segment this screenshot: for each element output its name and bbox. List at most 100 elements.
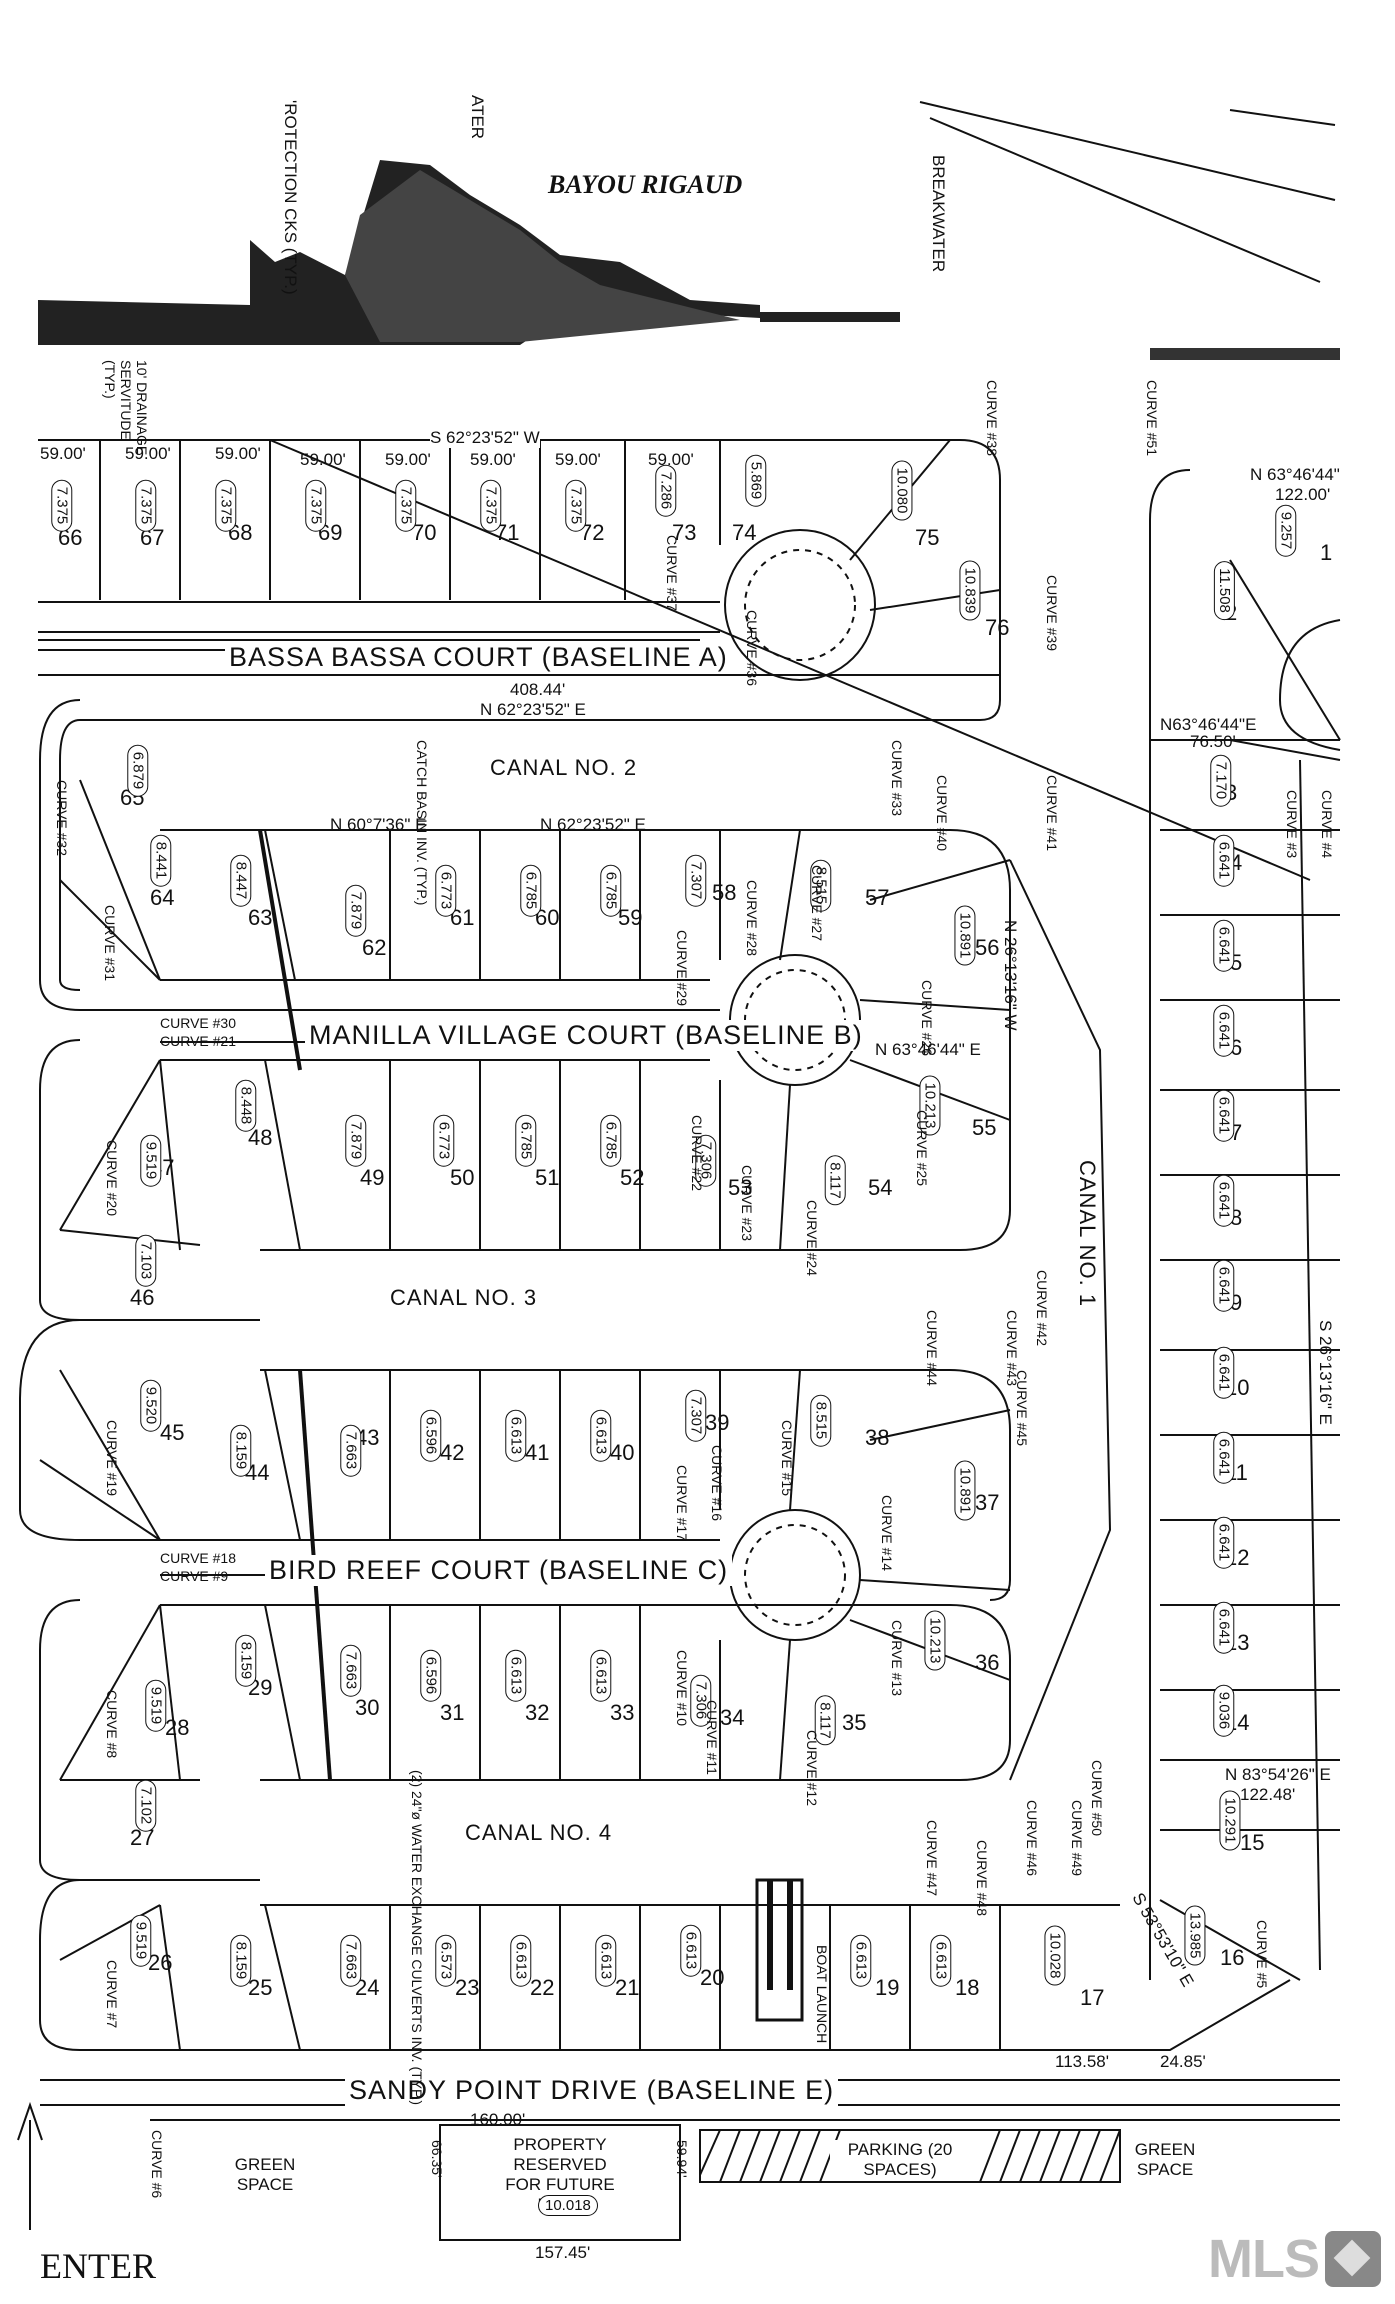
bearing: 408.44' <box>510 680 566 699</box>
lot-73[interactable]: 73 <box>672 520 697 545</box>
lot-41[interactable]: 41 <box>525 1440 550 1465</box>
lot-75-area: 10.080 <box>891 460 913 521</box>
lot-65-area: 6.879 <box>127 744 149 797</box>
lot-46[interactable]: 46 <box>130 1285 155 1310</box>
lot-19[interactable]: 19 <box>875 1975 900 2000</box>
dim: 59.00' <box>300 450 346 469</box>
lot-76[interactable]: 76 <box>985 615 1010 640</box>
lot-32[interactable]: 32 <box>525 1700 550 1725</box>
lot-33-area: 6.613 <box>590 1649 612 1702</box>
lot-26[interactable]: 26 <box>148 1950 173 1975</box>
curve-label: CURVE #45 <box>1014 1370 1030 1447</box>
lot-50[interactable]: 50 <box>450 1165 475 1190</box>
lot-37-area: 10.891 <box>954 1460 976 1521</box>
lot-38[interactable]: 38 <box>865 1425 890 1450</box>
curve-label: CURVE #32 <box>54 780 70 857</box>
bearing: 122.00' <box>1275 485 1331 504</box>
park-left-dim: 66.35' <box>429 2140 445 2178</box>
bearing: N 63°46'44" <box>1250 465 1340 484</box>
curve-label: CURVE #31 <box>102 905 118 982</box>
lot-63[interactable]: 63 <box>248 905 273 930</box>
lot-33[interactable]: 33 <box>610 1700 635 1725</box>
dim: 59.00' <box>648 450 694 469</box>
water-exchange-note: (2) 24"ø WATER EXCHANGE CULVERTS INV. (T… <box>409 1770 425 2106</box>
lot-34[interactable]: 34 <box>720 1705 745 1730</box>
lot-58[interactable]: 58 <box>712 880 737 905</box>
lot-57[interactable]: 57 <box>865 885 890 910</box>
lot-19-area: 6.613 <box>850 1934 872 1987</box>
lot-36[interactable]: 36 <box>975 1650 1000 1675</box>
lot-62[interactable]: 62 <box>362 935 387 960</box>
lot-1-area: 9.257 <box>1275 504 1297 557</box>
curve-label: CURVE #16 <box>709 1445 725 1522</box>
lot-30[interactable]: 30 <box>355 1695 380 1720</box>
lot-15[interactable]: 15 <box>1240 1830 1265 1855</box>
lot-55[interactable]: 55 <box>972 1115 997 1140</box>
lot-42[interactable]: 42 <box>440 1440 465 1465</box>
lot-16-area: 13.985 <box>1184 1905 1206 1966</box>
canal-2: CANAL NO. 2 <box>490 755 638 780</box>
lot-54[interactable]: 54 <box>868 1175 893 1200</box>
lot-22[interactable]: 22 <box>530 1975 555 2000</box>
mls-logo: MLS <box>1208 2228 1381 2290</box>
lot-21[interactable]: 21 <box>615 1975 640 2000</box>
lot-17[interactable]: 17 <box>1080 1985 1105 2010</box>
lot-20[interactable]: 20 <box>700 1965 725 1990</box>
lot-45[interactable]: 45 <box>160 1420 185 1445</box>
park-area: 10.018 <box>538 2195 598 2216</box>
lot-27-area: 7.102 <box>135 1779 157 1832</box>
lot-50-area: 6.773 <box>433 1114 455 1167</box>
canal-1: CANAL NO. 1 <box>1075 1160 1100 1308</box>
street-e: SANDY POINT DRIVE (BASELINE E) <box>345 2075 839 2106</box>
lot-70[interactable]: 70 <box>412 520 437 545</box>
bearing: N63°46'44"E <box>1160 715 1257 734</box>
enter-label: ENTER <box>40 2246 156 2286</box>
lot-28-area: 9.519 <box>145 1679 167 1732</box>
lot-35[interactable]: 35 <box>842 1710 867 1735</box>
lot-59[interactable]: 59 <box>618 905 643 930</box>
lot-18-area: 6.613 <box>930 1934 952 1987</box>
lot-23[interactable]: 23 <box>455 1975 480 2000</box>
lot-49[interactable]: 49 <box>360 1165 385 1190</box>
lot-12-area: 6.641 <box>1213 1516 1235 1569</box>
curve-label: CURVE #19 <box>104 1420 120 1497</box>
lot-1[interactable]: 1 <box>1320 540 1333 565</box>
lot-37[interactable]: 37 <box>975 1490 1000 1515</box>
bearing: N 62°23'52" E <box>540 815 646 834</box>
lot-72-area: 7.375 <box>565 479 587 532</box>
lot-52[interactable]: 52 <box>620 1165 645 1190</box>
canal-4: CANAL NO. 4 <box>465 1820 613 1845</box>
lot-56[interactable]: 56 <box>975 935 1000 960</box>
lot-3-area: 7.170 <box>1210 754 1232 807</box>
cube-icon <box>1325 2231 1381 2287</box>
mls-logo-text: MLS <box>1208 2229 1320 2289</box>
lot-7-area: 6.641 <box>1213 1089 1235 1142</box>
lot-29-area: 8.159 <box>235 1634 257 1687</box>
lot-51[interactable]: 51 <box>535 1165 560 1190</box>
curve-label: CURVE #30 <box>160 1015 237 1031</box>
curve-label: CURVE #4 <box>1319 790 1335 859</box>
bearing: N 60°7'36" E <box>330 815 427 834</box>
bearing: S 26°13'16" E <box>1316 1320 1335 1425</box>
lot-16[interactable]: 16 <box>1220 1945 1245 1970</box>
lot-66-area: 7.375 <box>51 479 73 532</box>
bearing: N 63°46'44" E <box>875 1040 981 1059</box>
lot-53[interactable]: 53 <box>728 1175 753 1200</box>
lot-52-area: 6.785 <box>600 1114 622 1167</box>
lot-30-area: 7.663 <box>340 1644 362 1697</box>
lot-28[interactable]: 28 <box>165 1715 190 1740</box>
lot-39[interactable]: 39 <box>705 1410 730 1435</box>
lot-25[interactable]: 25 <box>248 1975 273 2000</box>
parking-hatch <box>17 1878 1121 2241</box>
lot-40[interactable]: 40 <box>610 1440 635 1465</box>
lot-31[interactable]: 31 <box>440 1700 465 1725</box>
lot-75[interactable]: 75 <box>915 525 940 550</box>
dim: 59.00' <box>40 444 86 463</box>
lot-64[interactable]: 64 <box>150 885 175 910</box>
lot-74[interactable]: 74 <box>732 520 757 545</box>
dim: 59.00' <box>125 444 171 463</box>
lot-2-area: 11.508 <box>1213 561 1235 620</box>
curve-label: CURVE #42 <box>1034 1270 1050 1347</box>
lot-18[interactable]: 18 <box>955 1975 980 2000</box>
lot-21-area: 6.613 <box>595 1934 617 1987</box>
